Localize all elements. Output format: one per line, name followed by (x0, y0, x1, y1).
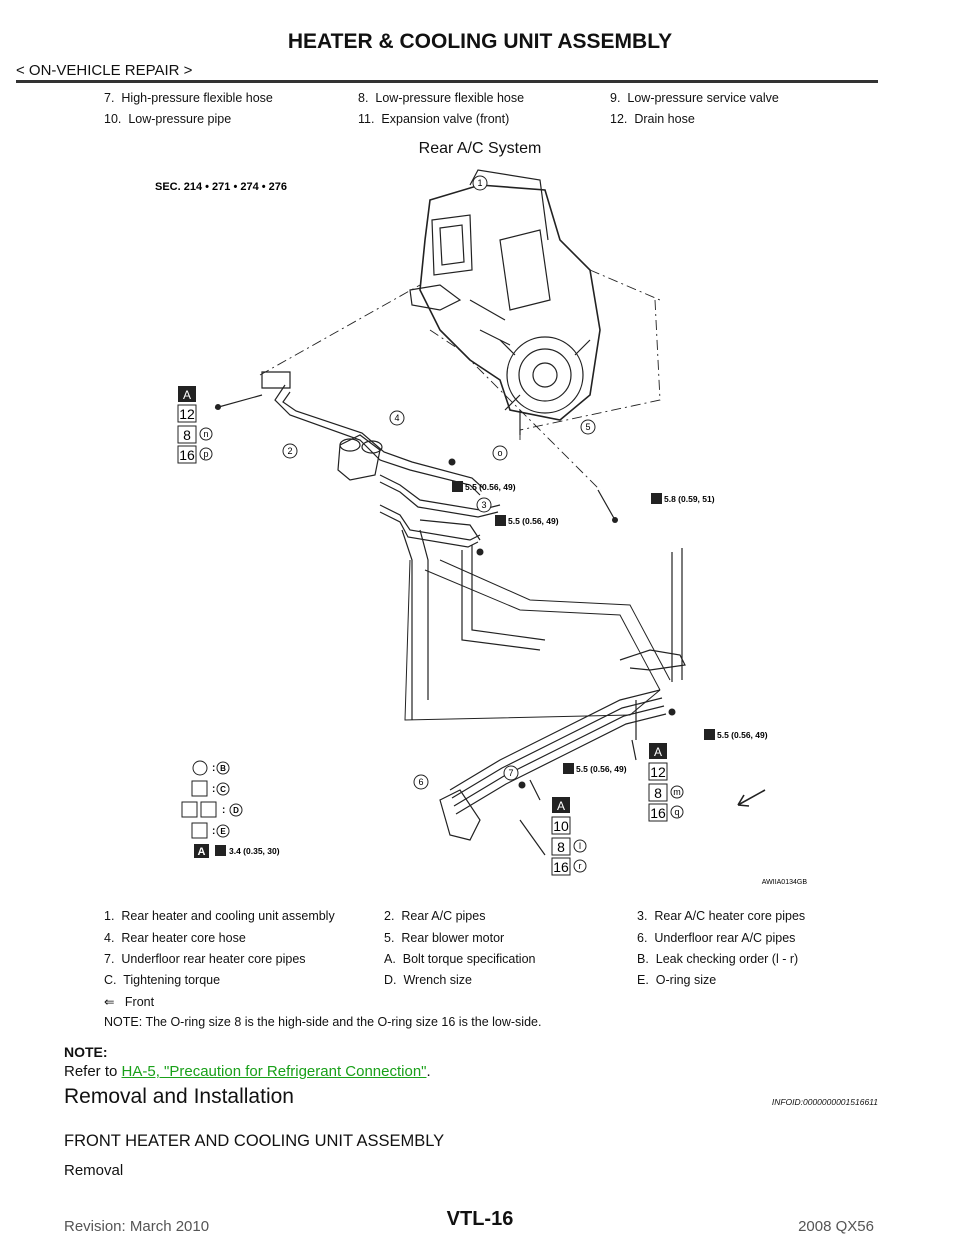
removal-heading: Removal (64, 1162, 124, 1179)
refrigerant-precaution-link[interactable]: HA-5, "Precaution for Refrigerant Connec… (121, 1063, 427, 1080)
leak-order-letter: n (203, 429, 208, 439)
header-divider (16, 80, 878, 83)
torque-label: 5.5 (0.56, 49) (465, 482, 516, 492)
leak-order-letter: q (674, 807, 679, 817)
legend-item: 2. Rear A/C pipes (384, 909, 486, 923)
legend-item: C. Tightening torque (104, 973, 221, 987)
legend-item: B. Leak checking order (l - r) (637, 952, 799, 966)
torque-icon (563, 763, 574, 774)
footer-model: 2008 QX56 (798, 1218, 874, 1235)
front-arrow-icon (737, 789, 766, 807)
leak-order-letter: m (673, 787, 681, 797)
legend-item: E. O-ring size (637, 973, 717, 987)
legend-item: 7. High-pressure flexible hose (104, 91, 273, 105)
svg-text::: : (222, 805, 225, 816)
torque-icon (215, 845, 226, 856)
callout-1: 1 (477, 178, 482, 188)
box-value: 16 (553, 859, 569, 875)
callout-6: 6 (418, 777, 423, 787)
box-a: A (654, 745, 662, 759)
section-title: Removal and Installation (64, 1085, 294, 1108)
box-value: 16 (179, 447, 195, 463)
callout-3: 3 (481, 500, 486, 510)
box-a: A (557, 799, 565, 813)
front-arrow-glyph: ⇐ (104, 995, 115, 1009)
legend-item: A. Bolt torque specification (384, 952, 536, 966)
section-label: SEC. 214 • 271 • 274 • 276 (155, 181, 287, 193)
diagram-caption: Rear A/C System (418, 140, 542, 157)
legend-item: 4. Rear heater core hose (104, 931, 246, 945)
legend-item: 8. Low-pressure flexible hose (358, 91, 525, 105)
torque-icon (704, 729, 715, 740)
callout-2: 2 (287, 446, 292, 456)
subsection-title: FRONT HEATER AND COOLING UNIT ASSEMBLY (64, 1132, 445, 1150)
legend-item: 1. Rear heater and cooling unit assembly (104, 909, 335, 923)
box-value: 10 (553, 818, 569, 834)
legend-item: 11. Expansion valve (front) (358, 112, 510, 126)
callout-o: o (497, 448, 502, 458)
breadcrumb: < ON-VEHICLE REPAIR > (16, 62, 193, 79)
torque-icon (452, 481, 463, 492)
legend-item: 9. Low-pressure service valve (610, 91, 779, 105)
box-value: 8 (557, 839, 565, 855)
legend-item: 3. Rear A/C heater core pipes (637, 909, 806, 923)
legend-item: D. Wrench size (384, 973, 472, 987)
key-torque-label: 3.4 (0.35, 30) (229, 846, 280, 856)
torque-icon (495, 515, 506, 526)
box-value: 16 (650, 805, 666, 821)
box-value: 12 (650, 764, 666, 780)
page-number: VTL-16 (446, 1208, 514, 1230)
key-letter: B (220, 764, 226, 773)
leak-order-letter: l (579, 841, 581, 851)
legend-note: NOTE: The O-ring size 8 is the high-side… (104, 1015, 542, 1029)
legend-item: 10. Low-pressure pipe (104, 112, 232, 126)
footer-revision: Revision: March 2010 (64, 1218, 210, 1235)
box-value: 8 (654, 785, 662, 801)
figure-id: AWIIA0134GB (762, 879, 808, 886)
legend-item: 6. Underfloor rear A/C pipes (637, 931, 796, 945)
legend-item: 12. Drain hose (610, 112, 695, 126)
box-value: 8 (183, 427, 191, 443)
svg-text::: : (212, 763, 215, 774)
torque-label: 5.5 (0.56, 49) (508, 516, 559, 526)
box-value: 12 (179, 406, 195, 422)
svg-text::: : (212, 826, 215, 837)
torque-label: 5.5 (0.56, 49) (576, 764, 627, 774)
legend-item: 7. Underfloor rear heater core pipes (104, 952, 306, 966)
page-title: HEATER & COOLING UNIT ASSEMBLY (287, 30, 673, 53)
svg-text::: : (212, 784, 215, 795)
torque-label: 5.5 (0.56, 49) (717, 730, 768, 740)
callout-5: 5 (585, 422, 590, 432)
callout-4: 4 (394, 413, 399, 423)
torque-icon (651, 493, 662, 504)
key-letter: E (220, 827, 226, 836)
callout-7: 7 (508, 768, 513, 778)
note-label: NOTE: (64, 1044, 108, 1060)
legend-item: 5. Rear blower motor (384, 931, 505, 945)
key-letter: C (220, 785, 226, 794)
torque-label: 5.8 (0.59, 51) (664, 494, 715, 504)
leak-order-letter: p (203, 449, 208, 459)
key-letter: D (233, 806, 239, 815)
leak-order-letter: r (579, 861, 582, 871)
note-body: Refer to HA-5, "Precaution for Refrigera… (64, 1063, 431, 1080)
key-a: A (198, 846, 206, 858)
rear-ac-system-diagram: SEC. 214 • 271 • 274 • 276 1 2 3 4 5 6 7… (155, 169, 808, 886)
box-a: A (183, 388, 191, 402)
info-id: INFOID:0000000001516611 (771, 1097, 878, 1107)
legend-item: ⇐ Front (104, 995, 155, 1009)
